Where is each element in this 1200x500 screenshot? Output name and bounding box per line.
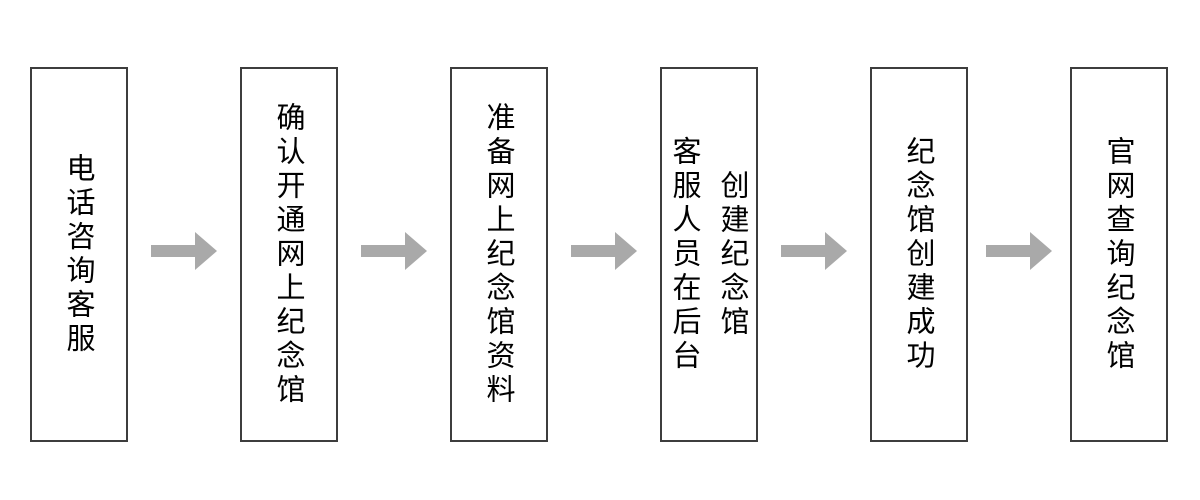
flow-step-label: 官网查询纪念馆 (1102, 135, 1136, 374)
arrow-shaft (361, 245, 405, 257)
right-arrow-icon (571, 232, 637, 270)
flow-step-box-6: 官网查询纪念馆 (1070, 67, 1168, 442)
flow-step-box-5: 纪念馆创建成功 (870, 67, 968, 442)
flow-step-box-4: 客服人员在后台 创建纪念馆 (660, 67, 758, 442)
arrow-head (825, 232, 847, 270)
flow-step-label: 客服人员在后台 创建纪念馆 (668, 135, 750, 374)
right-arrow-icon (151, 232, 217, 270)
arrow-head (1030, 232, 1052, 270)
arrow-shaft (781, 245, 825, 257)
flow-step-label: 准备网上纪念馆资料 (482, 101, 516, 408)
arrow-shaft (571, 245, 615, 257)
flow-step-box-1: 电话咨询客服 (30, 67, 128, 442)
flow-step-box-2: 确认开通网上纪念馆 (240, 67, 338, 442)
right-arrow-icon (986, 232, 1052, 270)
arrow-shaft (151, 245, 195, 257)
flow-step-label: 确认开通网上纪念馆 (272, 101, 306, 408)
right-arrow-icon (361, 232, 427, 270)
flow-step-label: 纪念馆创建成功 (902, 135, 936, 374)
flow-step-label: 电话咨询客服 (62, 152, 96, 357)
right-arrow-icon (781, 232, 847, 270)
arrow-head (195, 232, 217, 270)
arrow-shaft (986, 245, 1030, 257)
arrow-head (405, 232, 427, 270)
arrow-head (615, 232, 637, 270)
flow-step-box-3: 准备网上纪念馆资料 (450, 67, 548, 442)
